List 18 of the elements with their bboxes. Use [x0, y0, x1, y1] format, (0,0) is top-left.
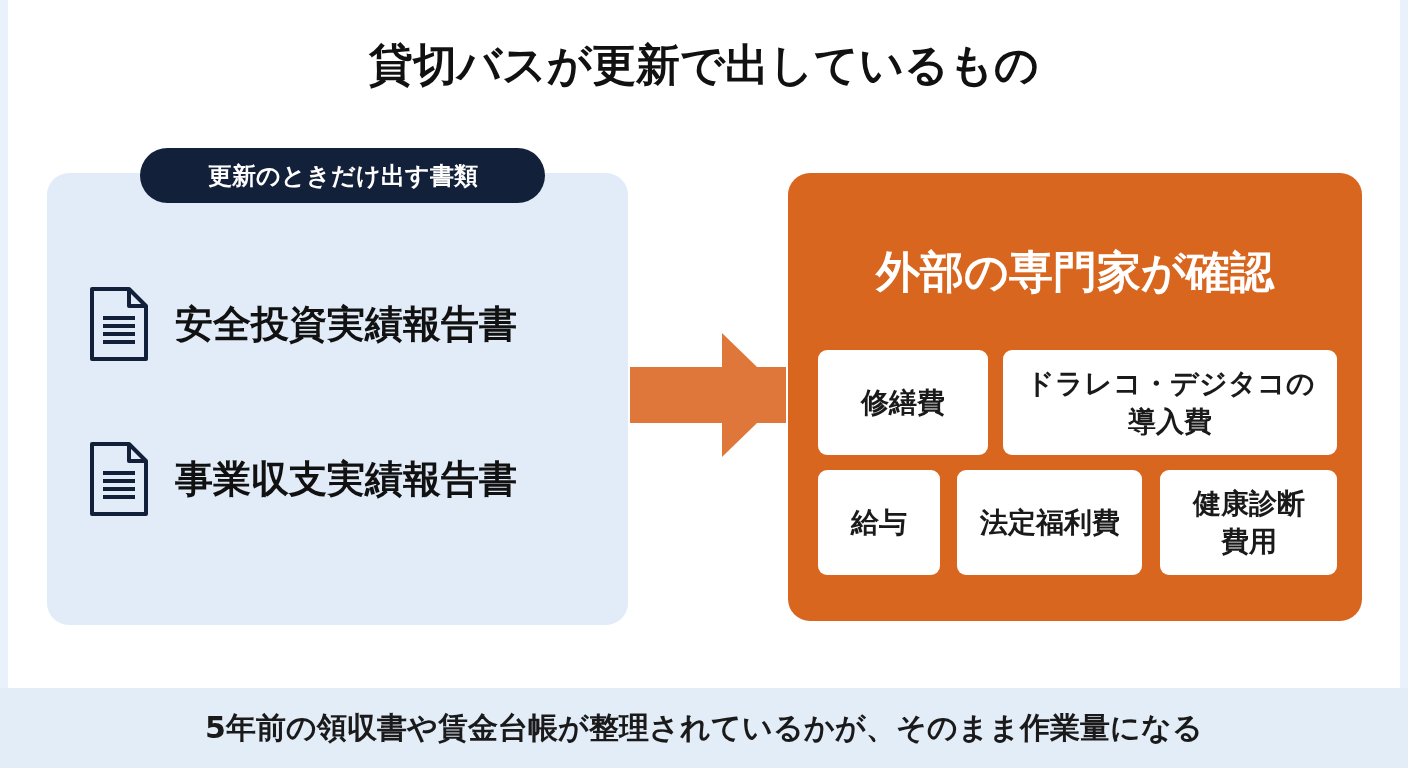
- review-panel: [788, 173, 1362, 621]
- cost-item-card: [818, 470, 940, 575]
- cost-item-card: [957, 470, 1142, 575]
- document-name: 安全投資実績報告書: [175, 300, 517, 348]
- cost-item-card: [818, 350, 988, 455]
- cost-item-card: [1160, 470, 1337, 575]
- cost-item: 修繕費: [861, 384, 945, 421]
- cost-item: 健康診断費用: [1191, 485, 1306, 560]
- document-name: 事業収支実績報告書: [175, 455, 517, 503]
- cost-item: 法定福利費: [979, 504, 1120, 541]
- cost-item: 給与: [851, 504, 907, 541]
- title: 貸切バスが更新で出しているもの: [368, 38, 1040, 92]
- arrow: [630, 333, 786, 457]
- cost-item-card: [1003, 350, 1337, 455]
- cost-item: ドラレコ・デジタコの導入費: [1024, 365, 1316, 440]
- caption: 5年前の領収書や賃金台帳が整理されているかが、そのまま作業量になる: [205, 708, 1203, 747]
- panel-heading: 更新のときだけ出す書類: [140, 148, 545, 203]
- panel-heading: 外部の専門家が確認: [874, 245, 1276, 299]
